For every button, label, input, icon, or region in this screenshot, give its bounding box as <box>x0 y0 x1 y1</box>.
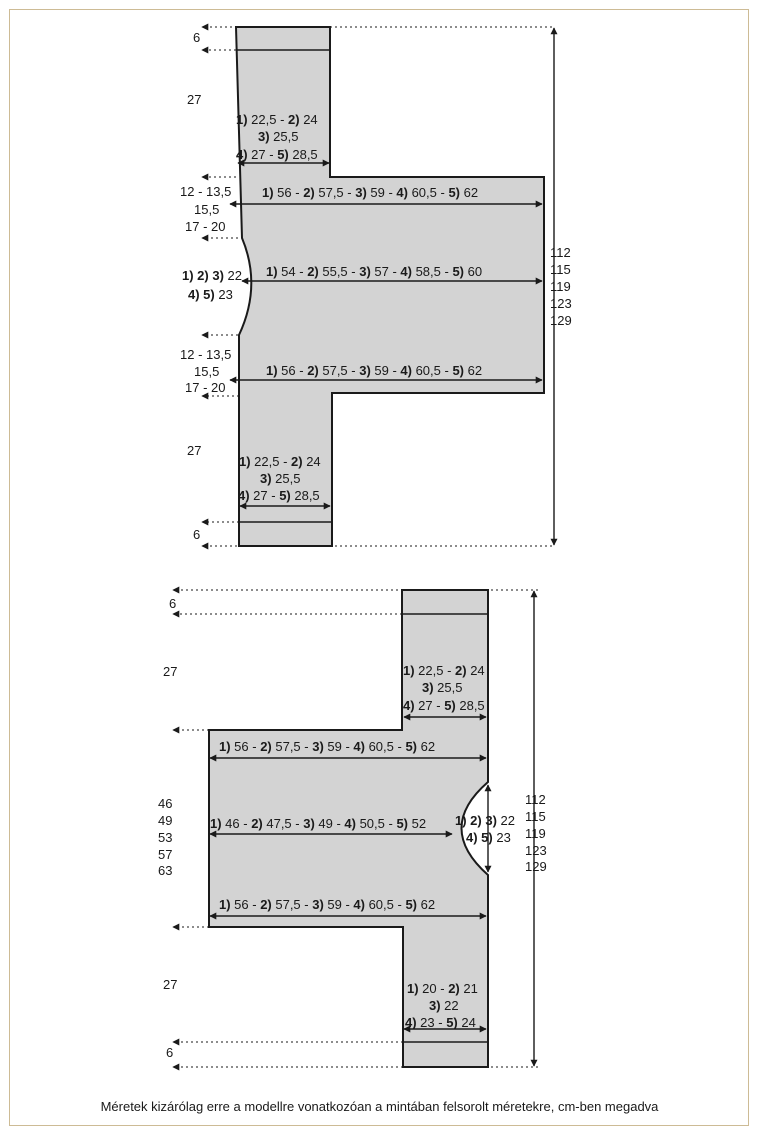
bottom-neck-label-1: 1) 2) 3) 22 <box>455 813 515 828</box>
bottom-body-width-label: 1) 56 - 2) 57,5 - 3) 59 - 4) 60,5 - 5) 6… <box>219 739 435 754</box>
bottom-total-length-label-1: 112 <box>525 792 546 807</box>
top-side-label-b: 15,5 <box>194 202 219 217</box>
top-sleeve-width-label-2: 3) 25,5 <box>258 129 298 144</box>
top-sleeve-width-label-3: 4) 27 - 5) 28,5 <box>236 147 318 162</box>
bottom-body-length-label-5: 63 <box>158 863 172 878</box>
bottom-body-length-label-3: 53 <box>158 830 172 845</box>
bottom-neck-label-2: 4) 5) 23 <box>466 830 511 845</box>
top-side-label-b-lower: 15,5 <box>194 364 219 379</box>
top-neck-label-1: 1) 2) 3) 22 <box>182 268 242 283</box>
bottom-sleeve-width-lower-label-3: 4) 23 - 5) 24 <box>405 1015 476 1030</box>
bottom-sleeve-length-label: 27 <box>163 664 177 679</box>
bottom-total-length-label-3: 119 <box>525 826 546 841</box>
bottom-mid-width-label: 1) 46 - 2) 47,5 - 3) 49 - 4) 50,5 - 5) 5… <box>210 816 426 831</box>
top-body-width-label: 1) 56 - 2) 57,5 - 3) 59 - 4) 60,5 - 5) 6… <box>262 185 478 200</box>
top-side-label-c-lower: 17 - 20 <box>185 380 225 395</box>
top-side-label-a: 12 - 13,5 <box>180 184 231 199</box>
top-side-label-c: 17 - 20 <box>185 219 225 234</box>
diagram-frame <box>9 9 749 1126</box>
top-total-length-label-3: 119 <box>550 279 571 294</box>
bottom-piece-outline <box>208 589 489 1068</box>
bottom-body-length-label-4: 57 <box>158 847 172 862</box>
bottom-sleeve-width-label-1: 1) 22,5 - 2) 24 <box>403 663 485 678</box>
top-sleeve-width-label-1: 1) 22,5 - 2) 24 <box>236 112 318 127</box>
top-side-label-a-lower: 12 - 13,5 <box>180 347 231 362</box>
bottom-total-length-label-2: 115 <box>525 809 546 824</box>
top-piece-outline <box>234 26 545 547</box>
top-neck-label-2: 4) 5) 23 <box>188 287 233 302</box>
bottom-total-length-label-4: 123 <box>525 843 547 858</box>
top-sleeve-length-label: 27 <box>187 92 201 107</box>
bottom-sleeve-width-label-3: 4) 27 - 5) 28,5 <box>403 698 485 713</box>
top-rib-height-label-lower: 6 <box>193 527 200 542</box>
bottom-rib-height-label-lower: 6 <box>166 1045 173 1060</box>
top-sleeve-width-lower-label-3: 4) 27 - 5) 28,5 <box>238 488 320 503</box>
bottom-sleeve-length-label-lower: 27 <box>163 977 177 992</box>
bottom-rib-height-label: 6 <box>169 596 176 611</box>
top-mid-width-label: 1) 54 - 2) 55,5 - 3) 57 - 4) 58,5 - 5) 6… <box>266 264 482 279</box>
bottom-sleeve-width-label-2: 3) 25,5 <box>422 680 462 695</box>
top-body-width-label-lower: 1) 56 - 2) 57,5 - 3) 59 - 4) 60,5 - 5) 6… <box>266 363 482 378</box>
bottom-garment-piece: 6 27 1) 22,5 - 2) 24 3) 25,5 4) 27 - 5) … <box>158 586 547 1071</box>
top-rib-height-label: 6 <box>193 30 200 45</box>
footnote: Méretek kizárólag erre a modellre vonatk… <box>100 1099 659 1114</box>
bottom-body-length-label-1: 46 <box>158 796 172 811</box>
top-total-length-label-4: 123 <box>550 296 572 311</box>
top-total-length-label-5: 129 <box>550 313 572 328</box>
top-total-length-label-1: 112 <box>550 245 571 260</box>
bottom-body-width-label-lower: 1) 56 - 2) 57,5 - 3) 59 - 4) 60,5 - 5) 6… <box>219 897 435 912</box>
top-sleeve-length-label-lower: 27 <box>187 443 201 458</box>
bottom-total-length-label-5: 129 <box>525 859 547 874</box>
top-total-length-label-2: 115 <box>550 262 571 277</box>
bottom-sleeve-width-lower-label-2: 3) 22 <box>429 998 459 1013</box>
top-sleeve-width-lower-label-1: 1) 22,5 - 2) 24 <box>239 454 321 469</box>
top-garment-piece: 6 27 1) 22,5 - 2) 24 3) 25,5 4) 27 - 5) … <box>180 23 572 550</box>
bottom-body-length-label-2: 49 <box>158 813 172 828</box>
bottom-sleeve-width-lower-label-1: 1) 20 - 2) 21 <box>407 981 478 996</box>
top-sleeve-width-lower-label-2: 3) 25,5 <box>260 471 300 486</box>
